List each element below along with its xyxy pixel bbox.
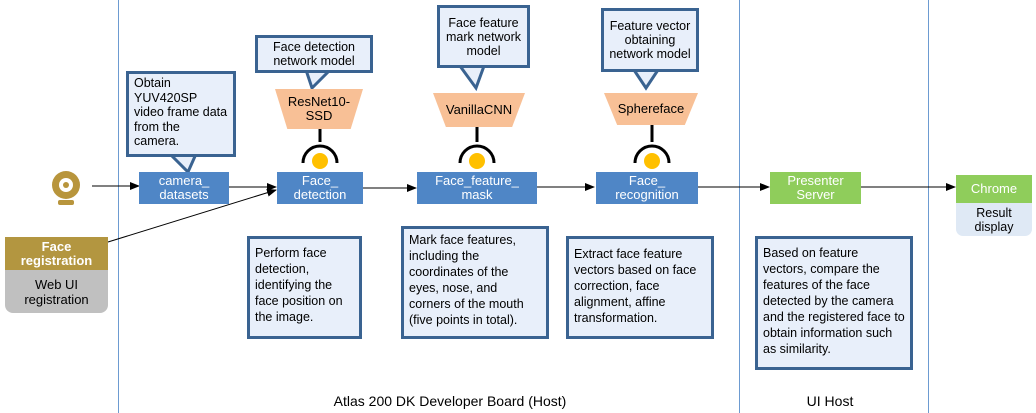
camera-note: Obtain YUV420SP video frame data from th… [126, 71, 236, 157]
recognition-note-text: Extract face feature vectors based on fa… [574, 247, 697, 325]
face-recognition-box: Face_ recognition [596, 172, 698, 204]
mask-model-callout-line3: model [466, 43, 501, 58]
resnet10-ssd-line2: SSD [305, 108, 333, 123]
presenter-server-box: Presenter Server [770, 172, 861, 204]
recognition-model-callout: Feature vector obtaining network model [601, 8, 699, 72]
face-registration-line2: registration [20, 252, 93, 268]
mask-model-callout: Face feature mark network model [437, 5, 530, 68]
detection-model-callout-line2: network model [273, 54, 355, 68]
callout-tail-recognition-model [631, 68, 661, 91]
sphereface-model: Sphereface [604, 93, 698, 125]
chrome-label: Chrome [970, 181, 1018, 196]
face-detection-line2: detection [293, 187, 347, 202]
plug-connector-icon [633, 125, 671, 169]
recognition-note: Extract face feature vectors based on fa… [566, 236, 714, 339]
camera-datasets-line1: camera_ [158, 173, 210, 188]
presenter-note: Based on feature vectors, compare the fe… [755, 236, 913, 370]
vanillacnn-model: VanillaCNN [433, 93, 525, 127]
presenter-server-line1: Presenter [787, 173, 844, 188]
face-recognition-line1: Face_ [628, 173, 666, 188]
feature-mask-note: Mark face features, including the coordi… [401, 226, 549, 339]
chrome-box: Chrome [956, 175, 1032, 203]
web-ui-registration-line1: Web UI [34, 276, 79, 292]
callout-tail-mask-model [457, 64, 487, 92]
face-feature-mask-line1: Face_feature_ [435, 173, 519, 188]
recognition-model-callout-line3: network model [609, 47, 691, 61]
face-recognition-line2: recognition [615, 187, 679, 202]
ui-host-label: UI Host [806, 393, 854, 409]
web-ui-registration-box: Web UI registration [5, 270, 108, 313]
result-display-line1: Result [976, 205, 1012, 220]
sphereface-label: Sphereface [617, 101, 685, 116]
webcam-icon [52, 171, 80, 205]
face-registration-box: Face registration [5, 237, 108, 270]
face-detection-line1: Face_ [301, 173, 339, 188]
presenter-server-line2: Server [796, 187, 835, 202]
face-feature-mask-line2: mask [461, 187, 493, 202]
lane-divider-left [118, 0, 119, 413]
detection-model-callout: Face detection network model [255, 35, 373, 73]
web-ui-registration-line2: registration [24, 291, 89, 307]
mask-model-callout-line2: mark network [445, 29, 522, 44]
plug-connector-icon [301, 128, 339, 169]
resnet10-ssd-line1: ResNet10- [287, 94, 351, 109]
detection-model-callout-line1: Face detection [273, 40, 355, 54]
face-detection-box: Face_ detection [277, 172, 363, 204]
result-display-line2: display [974, 219, 1014, 234]
face-feature-mask-box: Face_feature_ mask [417, 172, 537, 204]
detection-note: Perform face detection, identifying the … [247, 236, 362, 339]
plug-connector-icon [458, 127, 496, 169]
feature-mask-note-text: Mark face features, including the coordi… [409, 233, 524, 327]
camera-note-text: Obtain YUV420SP video frame data from th… [134, 76, 228, 148]
camera-datasets-line2: datasets [159, 187, 209, 202]
mask-model-callout-line1: Face feature [448, 15, 519, 30]
lane-divider-middle-right [928, 0, 929, 413]
presenter-note-text: Based on feature vectors, compare the fe… [763, 246, 905, 356]
recognition-model-callout-line1: Feature vector [609, 19, 691, 33]
detection-note-text: Perform face detection, identifying the … [255, 246, 343, 324]
vanillacnn-label: VanillaCNN [445, 102, 513, 117]
arrow-registration-to-detection [107, 188, 277, 243]
camera-datasets-box: camera_ datasets [139, 172, 229, 204]
recognition-model-callout-line2: obtaining [624, 33, 676, 47]
resnet10-ssd-model: ResNet10- SSD [275, 89, 363, 129]
face-registration-line1: Face [41, 238, 72, 254]
result-display-box: Result display [956, 203, 1032, 236]
host-board-label: Atlas 200 DK Developer Board (Host) [333, 393, 567, 409]
lane-divider-middle-left [739, 0, 740, 413]
